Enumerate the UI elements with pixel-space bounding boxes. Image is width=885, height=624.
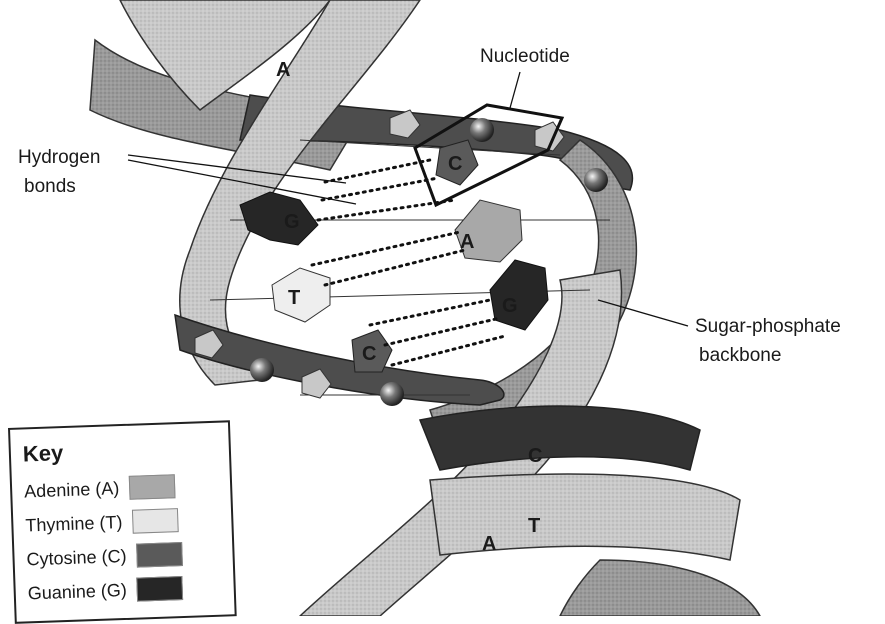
- label-nucleotide: Nucleotide: [480, 46, 570, 67]
- key-item-label: Thymine (T): [25, 512, 123, 536]
- guanine-swatch: [136, 576, 183, 602]
- base-letter-c-lower: C: [362, 343, 376, 365]
- base-letter-g-right: G: [502, 295, 518, 317]
- base-letter-c-bottom: C: [528, 445, 542, 467]
- hydrogen-bonds: [312, 160, 505, 365]
- base-letter-t-bottom: T: [528, 515, 540, 537]
- backbone-ribbon-bottom-dark: [420, 406, 700, 470]
- key-legend: Key Adenine (A) Thymine (T) Cytosine (C)…: [8, 420, 237, 624]
- key-item-thymine: Thymine (T): [25, 508, 179, 537]
- base-letter-a-mid: A: [460, 231, 474, 253]
- key-item-adenine: Adenine (A): [24, 474, 176, 503]
- key-item-guanine: Guanine (G): [27, 576, 183, 605]
- thymine-base-mid: [272, 268, 330, 322]
- base-letter-t-mid: T: [288, 287, 300, 309]
- key-item-cytosine: Cytosine (C): [26, 542, 183, 571]
- label-sugar-phosphate-line2: backbone: [699, 345, 781, 366]
- label-hydrogen-bonds-line1: Hydrogen: [18, 147, 100, 168]
- label-sugar-phosphate-line1: Sugar-phosphate: [695, 316, 841, 337]
- phosphate-ball: [470, 118, 494, 142]
- guanine-base-right: [490, 260, 548, 330]
- key-item-label: Cytosine (C): [26, 545, 127, 569]
- backbone-ribbon-bottom-light: [430, 474, 740, 560]
- phosphate-ball: [250, 358, 274, 382]
- key-item-label: Guanine (G): [27, 579, 127, 603]
- guanine-base-left: [240, 192, 318, 245]
- backbone-ribbon-bottom-front: [560, 560, 760, 616]
- label-hydrogen-bonds-line2: bonds: [24, 176, 76, 197]
- cytosine-swatch: [136, 542, 183, 568]
- base-letter-c-upper: C: [448, 153, 462, 175]
- base-letter-a-bottom: A: [482, 533, 496, 555]
- phosphate-ball: [584, 168, 608, 192]
- phosphate-ball: [380, 382, 404, 406]
- key-item-label: Adenine (A): [24, 478, 120, 502]
- thymine-swatch: [132, 508, 179, 534]
- key-title: Key: [22, 440, 63, 467]
- base-letter-a-top: A: [276, 59, 290, 81]
- adenine-swatch: [129, 474, 176, 500]
- base-letter-g-left: G: [284, 211, 300, 233]
